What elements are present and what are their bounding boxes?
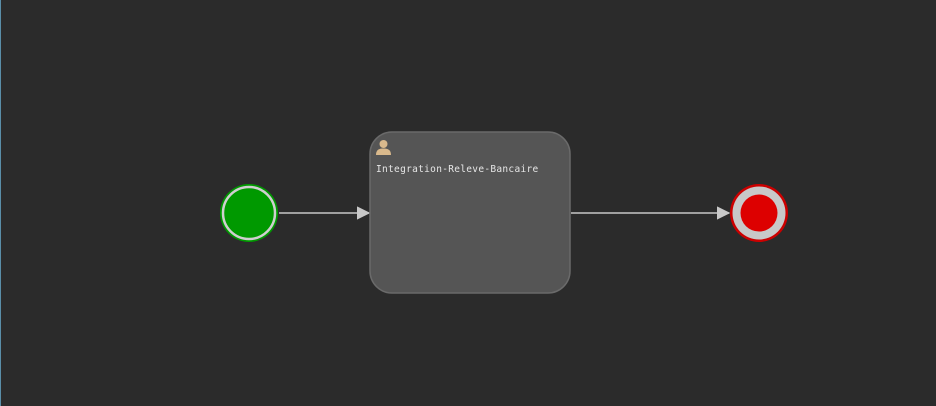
start-event[interactable] <box>220 184 278 242</box>
user-task[interactable]: Integration-Releve-Bancaire <box>369 131 571 294</box>
task-label: Integration-Releve-Bancaire <box>376 164 539 175</box>
user-task-icon <box>376 140 391 155</box>
end-event[interactable] <box>730 184 788 242</box>
